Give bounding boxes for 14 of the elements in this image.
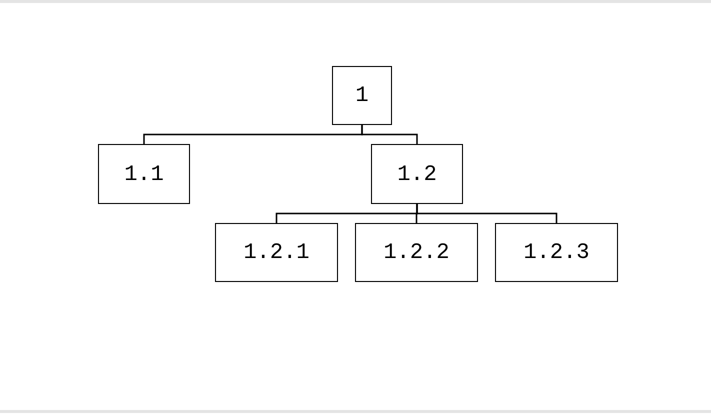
node-label: 1.2.1 [243, 240, 310, 265]
tree-node-box [371, 144, 463, 204]
node-label: 1 [355, 83, 369, 108]
tree-node-box [215, 223, 338, 282]
node-label: 1.2 [397, 162, 437, 186]
tree-node-box [355, 223, 478, 282]
tree-node-box [332, 66, 392, 125]
node-label: 1.1 [124, 162, 164, 186]
connector-line [361, 125, 418, 144]
tree-node-box [495, 223, 618, 282]
node-label: 1.2.3 [523, 240, 590, 265]
tree-node-box [98, 144, 190, 204]
connector-line [416, 204, 558, 223]
node-label: 1.2.2 [383, 240, 450, 265]
